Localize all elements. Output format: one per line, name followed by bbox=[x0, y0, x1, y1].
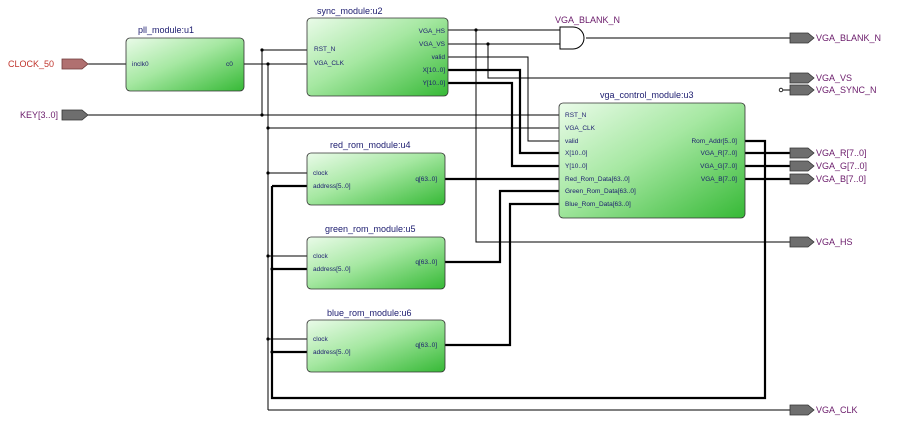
ctrl-port-valid: valid bbox=[565, 138, 579, 145]
sync-module-body bbox=[306, 17, 449, 97]
gate-label: VGA_BLANK_N bbox=[555, 15, 620, 25]
and-gate-symbol bbox=[559, 26, 585, 50]
ctrl-port-blue-rom-data: Blue_Rom_Data[63..0] bbox=[565, 201, 631, 208]
output-pin-vga-blank-n[interactable]: VGA_BLANK_N bbox=[789, 32, 881, 44]
output-arrow-g bbox=[789, 160, 815, 172]
ctrl-port-rom-addr: Rom_Addr[5..0] bbox=[691, 138, 737, 145]
ctrl-port-green-rom-data: Green_Rom_Data[63..0] bbox=[565, 188, 636, 195]
input-pin-clock-50[interactable]: CLOCK_50 bbox=[8, 58, 89, 70]
sync-module-title: sync_module:u2 bbox=[317, 6, 383, 16]
sync-module[interactable]: sync_module:u2 RST_N VGA_CLK VGA_HS VGA_… bbox=[306, 6, 449, 97]
red-rom-module[interactable]: red_rom_module:u4 clock address[5..0] q[… bbox=[306, 140, 446, 206]
pll-module-body bbox=[125, 37, 245, 92]
ctrl-port-vga-b: VGA_B[7..0] bbox=[701, 176, 737, 183]
vga-control-module-body bbox=[558, 102, 746, 219]
output-label-b: VGA_B[7..0] bbox=[816, 174, 866, 184]
output-pin-vga-clk[interactable]: VGA_CLK bbox=[789, 404, 858, 416]
green-rom-module-title: green_rom_module:u5 bbox=[325, 224, 416, 234]
output-pin-vga-hs[interactable]: VGA_HS bbox=[789, 236, 853, 248]
ctrl-port-vga-g: VGA_G[7..0] bbox=[700, 163, 737, 170]
output-label-r: VGA_R[7..0] bbox=[816, 148, 867, 158]
output-arrow-sync bbox=[789, 84, 815, 96]
ctrl-port-x: X[10..0] bbox=[565, 150, 588, 157]
ctrl-port-rst-n: RST_N bbox=[565, 112, 587, 119]
wires bbox=[88, 28, 790, 411]
output-label-blank: VGA_BLANK_N bbox=[816, 33, 881, 43]
red-port-q: q[63..0] bbox=[415, 176, 437, 183]
output-arrow-hs bbox=[789, 236, 815, 248]
output-arrow-r bbox=[789, 147, 815, 159]
blue-rom-module[interactable]: blue_rom_module:u6 clock address[5..0] q… bbox=[306, 308, 446, 373]
green-rom-module[interactable]: green_rom_module:u5 clock address[5..0] … bbox=[306, 224, 446, 290]
pll-module-title: pll_module:u1 bbox=[138, 25, 194, 35]
red-rom-module-title: red_rom_module:u4 bbox=[330, 140, 411, 150]
sync-port-x: X[10..0] bbox=[423, 67, 446, 74]
output-arrow-blank bbox=[789, 32, 815, 44]
output-label-sync: VGA_SYNC_N bbox=[816, 85, 877, 95]
blue-rom-module-title: blue_rom_module:u6 bbox=[327, 308, 412, 318]
green-port-q: q[63..0] bbox=[415, 259, 437, 266]
output-pin-vga-b[interactable]: VGA_B[7..0] bbox=[789, 173, 866, 185]
sync-port-valid: valid bbox=[432, 54, 446, 61]
output-pin-vga-g[interactable]: VGA_G[7..0] bbox=[789, 160, 867, 172]
output-pin-vga-vs[interactable]: VGA_VS bbox=[789, 72, 852, 84]
output-arrow-clk bbox=[789, 404, 815, 416]
ctrl-port-red-rom-data: Red_Rom_Data[63..0] bbox=[565, 176, 630, 183]
sync-port-vga-hs: VGA_HS bbox=[419, 28, 446, 35]
input-label-key: KEY[3..0] bbox=[20, 110, 58, 120]
ctrl-port-y: Y[10..0] bbox=[565, 163, 588, 170]
pll-port-c0: c0 bbox=[226, 61, 233, 68]
vga-control-module-title: vga_control_module:u3 bbox=[600, 90, 694, 100]
green-port-address: address[5..0] bbox=[313, 266, 351, 273]
input-arrow-key bbox=[61, 109, 89, 121]
blue-port-address: address[5..0] bbox=[313, 349, 351, 356]
blue-port-clock: clock bbox=[313, 336, 329, 343]
sync-port-vga-clk: VGA_CLK bbox=[314, 60, 345, 67]
output-arrow-b bbox=[789, 173, 815, 185]
input-label-clock-50: CLOCK_50 bbox=[8, 59, 54, 69]
sync-port-rst-n: RST_N bbox=[314, 46, 336, 53]
sync-port-y: Y[10..0] bbox=[423, 80, 446, 87]
sync-port-vga-vs: VGA_VS bbox=[419, 41, 446, 48]
output-label-vs: VGA_VS bbox=[816, 73, 852, 83]
output-label-clk: VGA_CLK bbox=[816, 405, 858, 415]
ctrl-port-vga-clk: VGA_CLK bbox=[565, 125, 596, 132]
red-port-address: address[5..0] bbox=[313, 183, 351, 190]
input-pin-key[interactable]: KEY[3..0] bbox=[20, 109, 89, 121]
pll-port-inclk0: inclk0 bbox=[132, 61, 149, 68]
red-port-clock: clock bbox=[313, 170, 329, 177]
input-arrow-clock-50 bbox=[61, 58, 89, 70]
output-arrow-vs bbox=[789, 72, 815, 84]
blue-rom-module-body bbox=[306, 319, 446, 373]
output-label-g: VGA_G[7..0] bbox=[816, 161, 867, 171]
green-port-clock: clock bbox=[313, 253, 329, 260]
blue-port-q: q[63..0] bbox=[415, 342, 437, 349]
vga-control-module[interactable]: vga_control_module:u3 RST_N VGA_CLK vali… bbox=[558, 90, 746, 219]
green-rom-module-body bbox=[306, 236, 446, 290]
red-rom-module-body bbox=[306, 152, 446, 206]
pll-module[interactable]: pll_module:u1 inclk0 c0 bbox=[125, 25, 245, 92]
and-gate-blank[interactable]: VGA_BLANK_N bbox=[555, 15, 620, 50]
output-label-hs: VGA_HS bbox=[816, 237, 853, 247]
ctrl-port-vga-r: VGA_R[7..0] bbox=[701, 150, 738, 157]
output-pin-vga-sync-n[interactable]: VGA_SYNC_N bbox=[789, 84, 877, 96]
output-pin-vga-r[interactable]: VGA_R[7..0] bbox=[789, 147, 867, 159]
